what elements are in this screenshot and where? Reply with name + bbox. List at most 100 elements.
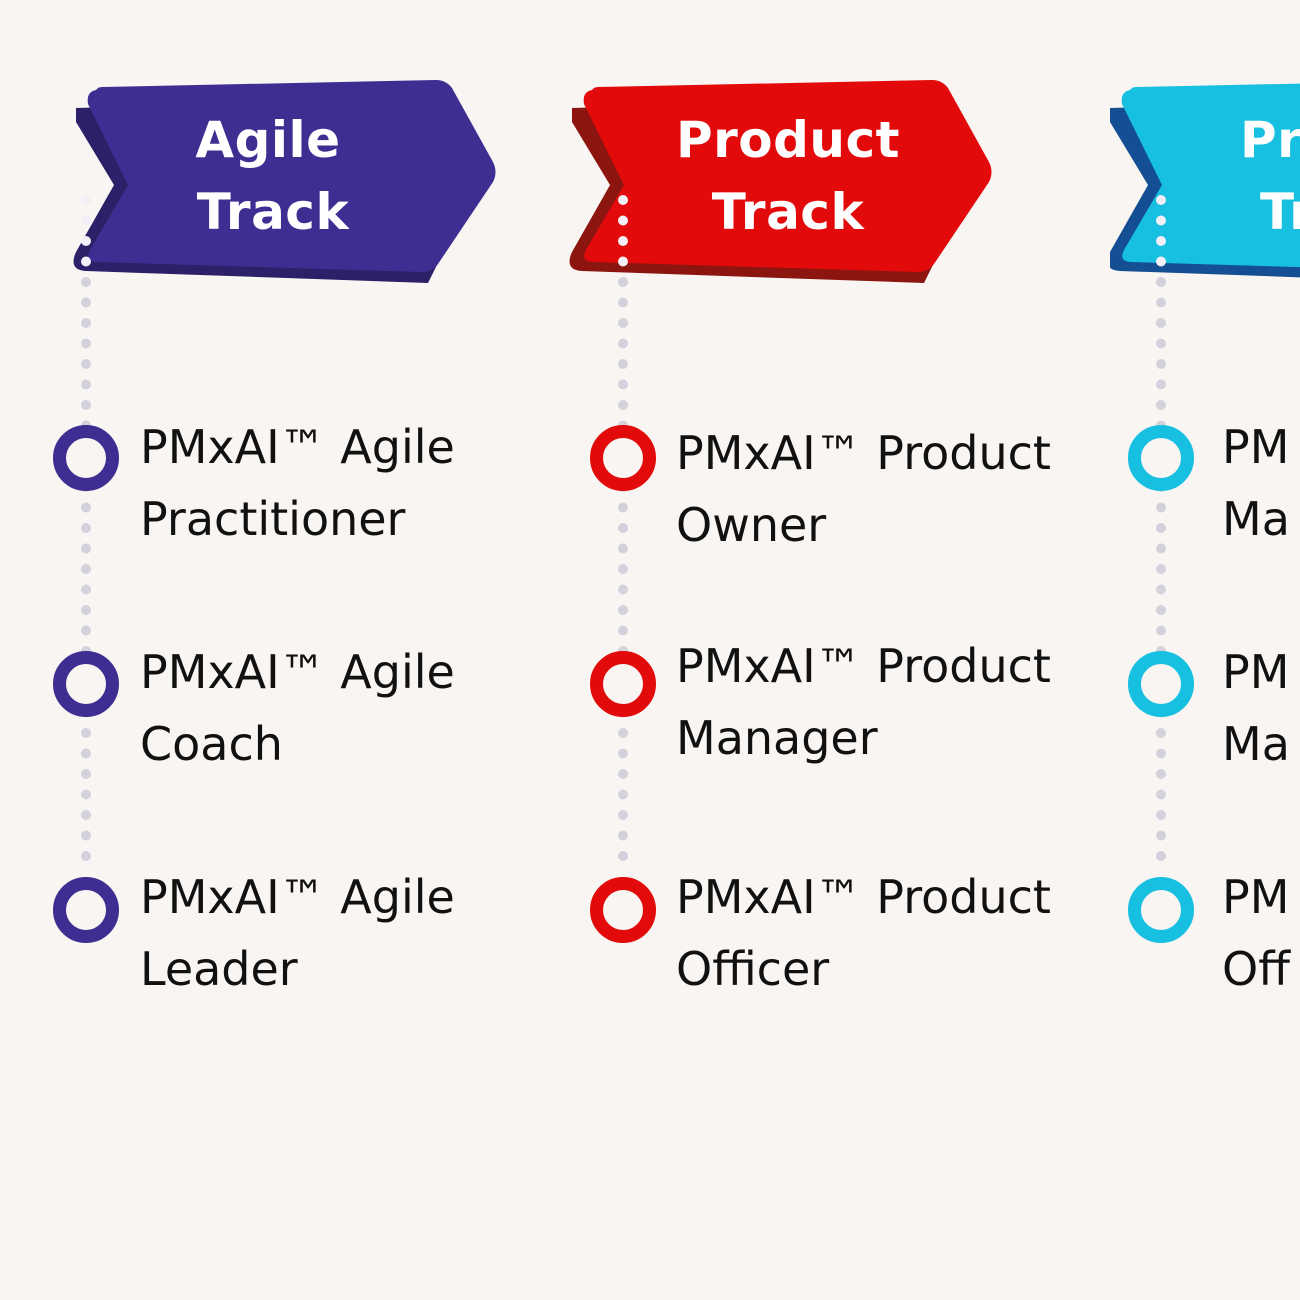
connector-dot bbox=[1156, 728, 1166, 738]
connector-dot bbox=[81, 236, 91, 246]
connector-dot bbox=[81, 359, 91, 369]
connector-dot bbox=[618, 789, 628, 800]
connector-dot bbox=[81, 851, 91, 861]
connector-dot bbox=[81, 605, 91, 615]
connector-dot bbox=[618, 195, 628, 205]
connector-dot bbox=[1156, 605, 1166, 615]
connector-dot bbox=[1156, 195, 1166, 205]
connector-dot bbox=[618, 215, 628, 226]
connector-dot bbox=[618, 318, 628, 328]
item-line2: Ma bbox=[1222, 492, 1290, 546]
connector-dot bbox=[618, 605, 628, 615]
item-line2: Manager bbox=[676, 711, 878, 765]
connector-dot bbox=[618, 379, 628, 390]
connector-dot bbox=[618, 297, 628, 308]
banner-title-agile: Agile Track bbox=[68, 104, 468, 248]
connector-dot bbox=[1156, 748, 1166, 759]
connector-dot bbox=[81, 748, 91, 759]
item-line2: Off bbox=[1222, 942, 1290, 996]
track-third: Pro Tr PM Ma PM Ma PM Off bbox=[1110, 0, 1300, 1300]
list-item: PMxAI™ Agile Coach bbox=[140, 636, 455, 780]
node-product-2 bbox=[590, 651, 656, 717]
track-agile: Agile Track PMxAI™ Agile Practitioner PM… bbox=[38, 0, 578, 1300]
connector-dot bbox=[81, 318, 91, 328]
connector-dot bbox=[81, 625, 91, 636]
list-item: PM Ma bbox=[1222, 636, 1290, 780]
item-line1: PMxAI™ Agile bbox=[140, 870, 455, 924]
node-third-2 bbox=[1128, 651, 1194, 717]
item-line1: PM bbox=[1222, 420, 1290, 474]
connector-dot bbox=[1156, 379, 1166, 390]
connector-dot bbox=[1156, 215, 1166, 226]
connector-dot bbox=[81, 338, 91, 349]
connector-dot bbox=[81, 769, 91, 779]
connector-dot bbox=[1156, 564, 1166, 574]
connector-dot bbox=[81, 195, 91, 205]
connector-dot bbox=[1156, 318, 1166, 328]
connector-dot bbox=[618, 523, 628, 533]
connector-dot bbox=[81, 584, 91, 595]
connector-dot bbox=[1156, 277, 1166, 287]
banner-product bbox=[569, 80, 992, 283]
connector-dot bbox=[1156, 256, 1166, 267]
item-line2: Officer bbox=[676, 942, 830, 996]
list-item: PM Off bbox=[1222, 861, 1290, 1005]
connector-dot bbox=[618, 748, 628, 759]
connector-dot bbox=[618, 564, 628, 574]
node-third-3 bbox=[1128, 877, 1194, 943]
connector-dot bbox=[1156, 584, 1166, 595]
item-line2: Leader bbox=[140, 942, 298, 996]
item-line2: Owner bbox=[676, 498, 827, 552]
connector-dot bbox=[618, 851, 628, 861]
connector-dot bbox=[81, 523, 91, 533]
connector-dot bbox=[1156, 523, 1166, 533]
connector-dot bbox=[1156, 810, 1166, 820]
node-product-3 bbox=[590, 877, 656, 943]
connector-dot bbox=[81, 564, 91, 574]
connector-dot bbox=[81, 215, 91, 226]
connector-dot bbox=[618, 810, 628, 820]
item-line2: Coach bbox=[140, 717, 283, 771]
connector-dot bbox=[618, 236, 628, 246]
item-line1: PM bbox=[1222, 870, 1290, 924]
banner-title-line1: Pro bbox=[1240, 111, 1300, 169]
connector-dot bbox=[81, 810, 91, 820]
connector-dot bbox=[618, 277, 628, 287]
list-item: PMxAI™ Product Owner bbox=[676, 417, 1051, 561]
connector-dot bbox=[618, 830, 628, 841]
list-item: PMxAI™ Product Officer bbox=[676, 861, 1051, 1005]
connector-dot bbox=[81, 543, 91, 554]
connector-dot bbox=[81, 830, 91, 841]
item-line1: PMxAI™ Agile bbox=[140, 420, 455, 474]
connector-dot bbox=[618, 728, 628, 738]
banner-agile bbox=[73, 80, 496, 283]
connector-dot bbox=[618, 256, 628, 267]
node-agile-2 bbox=[53, 651, 119, 717]
connector-dot bbox=[1156, 502, 1166, 513]
connector-dot bbox=[618, 769, 628, 779]
connector-dot bbox=[1156, 338, 1166, 349]
connector-dot bbox=[1156, 789, 1166, 800]
item-line1: PMxAI™ Product bbox=[676, 639, 1051, 693]
connector-dot bbox=[618, 359, 628, 369]
connector-dot bbox=[1156, 400, 1166, 410]
connector-dot bbox=[81, 277, 91, 287]
connector-dot bbox=[1156, 851, 1166, 861]
banner-title-line2: Tr bbox=[1260, 183, 1300, 241]
banner-title-third: Pro Tr bbox=[1240, 104, 1300, 248]
connector-dot bbox=[1156, 543, 1166, 554]
item-line1: PMxAI™ Agile bbox=[140, 645, 455, 699]
banner-title-product: Product Track bbox=[588, 104, 988, 248]
connector-dot bbox=[1156, 236, 1166, 246]
connector-dot bbox=[81, 728, 91, 738]
item-line2: Practitioner bbox=[140, 492, 406, 546]
connector-dot bbox=[81, 256, 91, 267]
node-agile-1 bbox=[53, 425, 119, 491]
connector-dot bbox=[81, 379, 91, 390]
connector-dot bbox=[618, 543, 628, 554]
connector-dot bbox=[81, 297, 91, 308]
banner-title-line1: Agile bbox=[195, 111, 341, 169]
connector-dot bbox=[81, 502, 91, 513]
connector-third bbox=[1156, 195, 1166, 861]
